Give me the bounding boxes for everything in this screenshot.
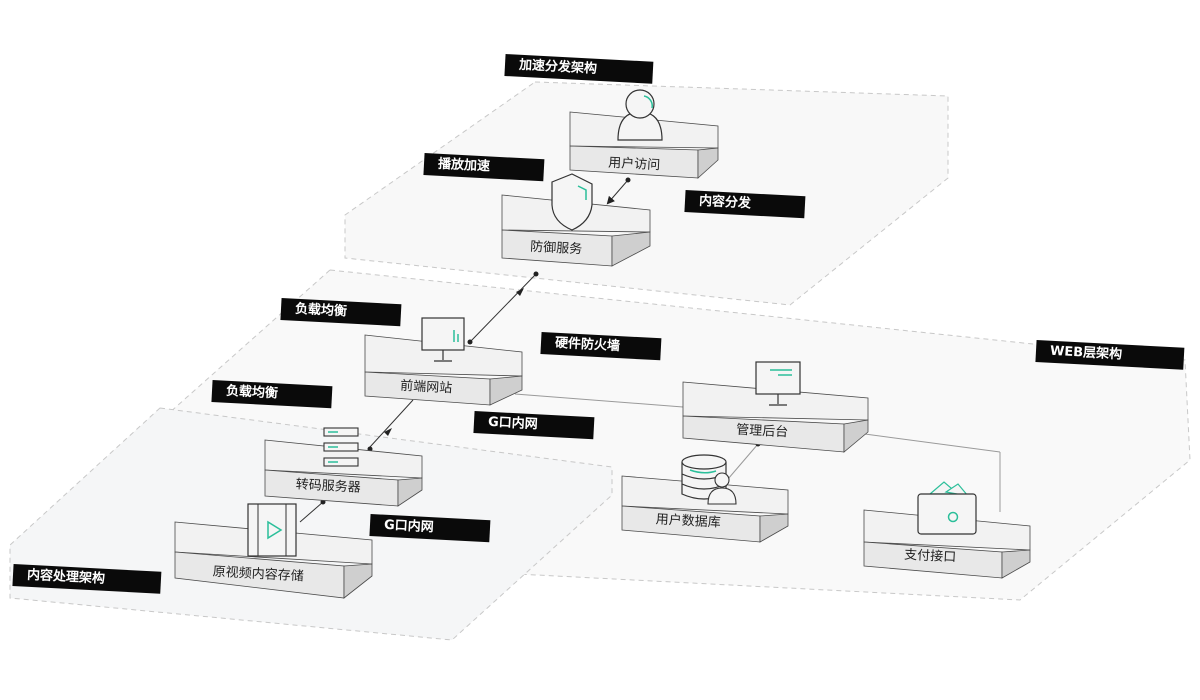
node-admin-backend[interactable]: 管理后台: [682, 381, 869, 453]
acceleration-region-plane: [344, 81, 949, 306]
node-label: 原视频内容存储: [212, 564, 304, 585]
user-icon: [617, 89, 663, 141]
node-label: 管理后台: [736, 423, 789, 441]
connector-frontend-transcoder: [369, 399, 414, 448]
wallet-icon: [917, 481, 977, 535]
node-label: 防御服务: [530, 239, 583, 258]
node-label: 前端网站: [400, 378, 453, 397]
connector-frontend-admin: [514, 393, 684, 408]
node-label: 支付接口: [904, 547, 957, 566]
arrow-frontend-transcoder: [384, 428, 392, 436]
node-label: 转码服务器: [295, 476, 361, 495]
monitor-icon: [755, 361, 801, 406]
junction-dot: [467, 339, 473, 345]
connector-user-defense: [606, 179, 629, 205]
connector-transcoder-storage: [299, 501, 324, 523]
shield-icon: [551, 173, 593, 231]
node-label: 用户访问: [608, 155, 661, 174]
node-label: 用户数据库: [655, 511, 721, 530]
monitor-icon: [421, 317, 465, 362]
arrow-defense-frontend: [516, 288, 524, 296]
connector-defense-frontend: [469, 273, 537, 343]
connector-admin-payment: [849, 431, 1001, 453]
server-rack-icon: [323, 427, 359, 467]
film-icon: [247, 503, 297, 557]
database-icon: [681, 454, 737, 505]
junction-dot: [625, 177, 631, 183]
junction-dot: [533, 271, 539, 277]
